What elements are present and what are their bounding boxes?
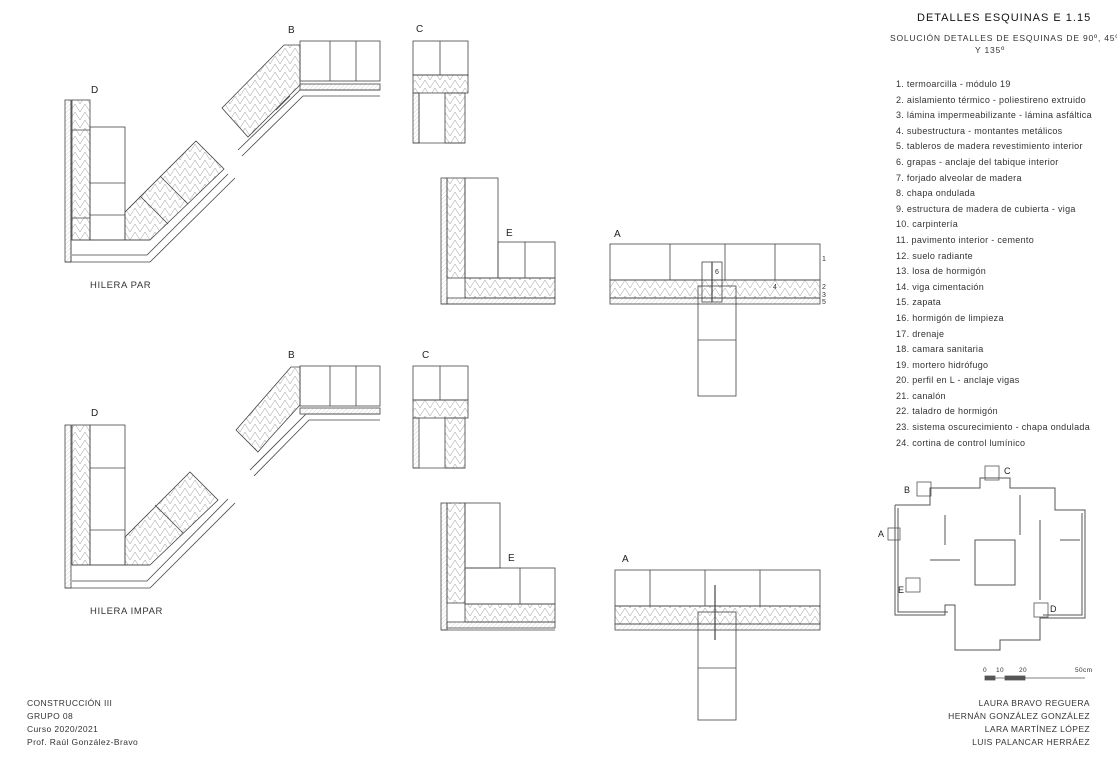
detail-b-top — [221, 40, 381, 157]
keyplan-label-a: A — [878, 529, 885, 539]
detail-label-d-bottom: D — [91, 408, 99, 419]
legend-item: 19. mortero hidrófugo — [896, 359, 989, 370]
legend-item: 24. cortina de control lumínico — [896, 437, 1026, 448]
legend-item: 6. grapas - anclaje del tabique interior — [896, 156, 1059, 167]
detail-d-top — [64, 99, 236, 263]
detail-d-bottom — [64, 424, 236, 589]
legend-item: 10. carpintería — [896, 219, 959, 230]
keyplan-label-b: B — [904, 485, 911, 495]
course-name: CONSTRUCCIÓN III — [27, 698, 113, 708]
detail-label-e-top: E — [506, 228, 513, 239]
author: LAURA BRAVO REGUERA — [978, 698, 1090, 708]
detail-label-b-bottom: B — [288, 350, 295, 361]
keyplan-label-e: E — [898, 585, 905, 595]
detail-label-c-top: C — [416, 24, 424, 35]
detail-c-top — [412, 40, 469, 144]
detail-a-bottom — [614, 569, 821, 721]
legend-item: 9. estructura de madera de cubierta - vi… — [896, 203, 1076, 214]
course-professor: Prof. Raúl González-Bravo — [27, 737, 139, 747]
scale-tick-50: 50cm — [1075, 667, 1093, 674]
legend-item: 18. camara sanitaria — [896, 344, 984, 355]
detail-label-a-top: A — [614, 229, 621, 240]
caption-even-course: HILERA PAR — [90, 280, 152, 291]
legend-item: 20. perfil en L - anclaje vigas — [896, 375, 1020, 386]
legend-item: 1. termoarcilla - módulo 19 — [896, 79, 1011, 89]
keyplan-label-d: D — [1050, 604, 1057, 614]
detail-c-bottom — [412, 365, 469, 469]
sheet-subtitle-line2: Y 135º — [975, 45, 1005, 55]
legend-item: 15. zapata — [896, 297, 942, 308]
caption-odd-course: HILERA IMPAR — [90, 606, 164, 617]
legend-item: 8. chapa ondulada — [896, 188, 976, 199]
materials-legend: 1. termoarcilla - módulo 19 2. aislamien… — [896, 77, 1092, 451]
sheet-subtitle-line1: SOLUCIÓN DETALLES DE ESQUINAS DE 90º, 45… — [890, 33, 1117, 43]
detail-a-top — [609, 243, 821, 397]
legend-item: 5. tableros de madera revestimiento inte… — [896, 141, 1083, 152]
course-year: Curso 2020/2021 — [27, 724, 99, 734]
detail-label-a-bottom: A — [622, 554, 629, 565]
legend-item: 16. hormigón de limpieza — [896, 312, 1004, 323]
detail-label-e-bottom: E — [508, 553, 515, 564]
legend-item: 3. lámina impermeabilizante - lámina asf… — [896, 110, 1092, 121]
detail-b-bottom — [235, 365, 381, 477]
legend-item: 14. viga cimentación — [896, 281, 985, 292]
detail-label-b-top: B — [288, 25, 295, 36]
callout-3: 3 — [822, 292, 827, 299]
author: LUIS PALANCAR HERRÁEZ — [972, 737, 1090, 747]
callout-6: 6 — [715, 269, 720, 276]
scale-tick-20: 20 — [1019, 667, 1028, 674]
legend-item: 23. sistema oscurecimiento - chapa ondul… — [896, 422, 1091, 433]
callout-4: 4 — [773, 284, 778, 291]
callout-5: 5 — [822, 299, 827, 306]
author: HERNÁN GONZÁLEZ GONZÁLEZ — [948, 711, 1090, 721]
author: LARA MARTÍNEZ LÓPEZ — [984, 724, 1090, 734]
legend-item: 7. forjado alveolar de madera — [896, 172, 1022, 183]
detail-label-c-bottom: C — [422, 350, 430, 361]
legend-item: 13. losa de hormigón — [896, 266, 987, 277]
keyplan-label-c: C — [1004, 466, 1011, 476]
legend-item: 2. aislamiento térmico - poliestireno ex… — [896, 94, 1086, 105]
detail-e-bottom — [440, 502, 556, 631]
legend-item: 22. taladro de hormigón — [896, 406, 998, 417]
sheet-title: DETALLES ESQUINAS E 1.15 — [917, 12, 1092, 24]
legend-item: 4. subestructura - montantes metálicos — [896, 125, 1063, 136]
legend-item: 21. canalón — [896, 390, 946, 401]
scale-tick-0: 0 — [983, 667, 988, 674]
legend-item: 17. drenaje — [896, 328, 945, 339]
legend-item: 12. suelo radiante — [896, 250, 973, 261]
key-plan — [887, 465, 1086, 651]
scale-bar — [984, 675, 1085, 681]
detail-e-top — [440, 177, 556, 305]
callout-2: 2 — [822, 284, 827, 291]
legend-item: 11. pavimento interior - cemento — [896, 234, 1034, 245]
detail-label-d-top: D — [91, 85, 99, 96]
callout-1: 1 — [822, 256, 827, 263]
course-group: GRUPO 08 — [27, 711, 74, 721]
scale-tick-10: 10 — [996, 667, 1005, 674]
